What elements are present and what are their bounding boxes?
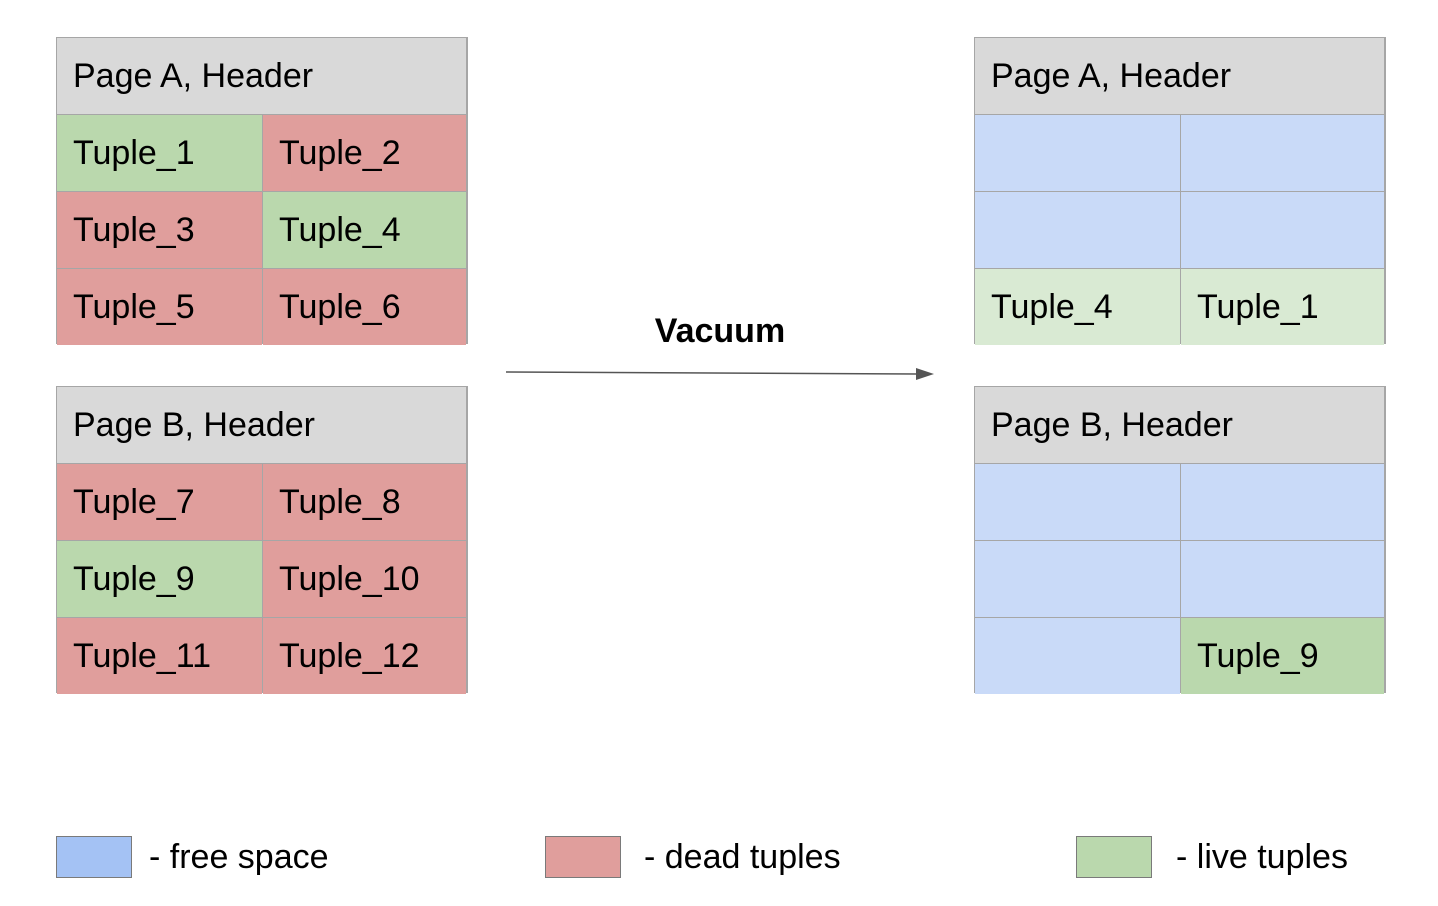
- before-page-a: Page A, Header Tuple_1 Tuple_2 Tuple_3 T…: [56, 37, 468, 345]
- free-space-cell: [975, 618, 1180, 694]
- legend-label-free: - free space: [149, 838, 329, 876]
- page-header: Page B, Header: [975, 387, 1384, 463]
- tuple-cell-live: Tuple_1: [1181, 269, 1384, 345]
- page-header: Page A, Header: [57, 38, 466, 114]
- tuple-cell-live: Tuple_4: [975, 269, 1180, 345]
- tuple-cell-live: Tuple_1: [57, 115, 262, 191]
- legend-swatch-free: [56, 836, 132, 878]
- free-space-cell: [1181, 115, 1384, 191]
- tuple-cell-dead: Tuple_7: [57, 464, 262, 540]
- free-space-cell: [1181, 464, 1384, 540]
- legend-label-dead: - dead tuples: [644, 838, 841, 876]
- free-space-cell: [975, 541, 1180, 617]
- tuple-cell-dead: Tuple_6: [263, 269, 466, 345]
- free-space-cell: [975, 115, 1180, 191]
- tuple-cell-dead: Tuple_10: [263, 541, 466, 617]
- page-header: Page A, Header: [975, 38, 1384, 114]
- vacuum-label: Vacuum: [654, 312, 786, 350]
- after-page-a: Page A, Header Tuple_4 Tuple_1: [974, 37, 1386, 345]
- free-space-cell: [975, 192, 1180, 268]
- legend-swatch-dead: [545, 836, 621, 878]
- tuple-cell-dead: Tuple_3: [57, 192, 262, 268]
- page-header: Page B, Header: [57, 387, 466, 463]
- free-space-cell: [1181, 192, 1384, 268]
- before-page-b: Page B, Header Tuple_7 Tuple_8 Tuple_9 T…: [56, 386, 468, 694]
- legend-label-live: - live tuples: [1176, 838, 1348, 876]
- after-page-b: Page B, Header Tuple_9: [974, 386, 1386, 694]
- tuple-cell-dead: Tuple_12: [263, 618, 466, 694]
- tuple-cell-dead: Tuple_5: [57, 269, 262, 345]
- tuple-cell-live: Tuple_9: [57, 541, 262, 617]
- free-space-cell: [975, 464, 1180, 540]
- legend-swatch-live: [1076, 836, 1152, 878]
- free-space-cell: [1181, 541, 1384, 617]
- tuple-cell-dead: Tuple_2: [263, 115, 466, 191]
- tuple-cell-live: Tuple_4: [263, 192, 466, 268]
- tuple-cell-dead: Tuple_11: [57, 618, 262, 694]
- tuple-cell-live: Tuple_9: [1181, 618, 1384, 694]
- vacuum-arrow-icon: [505, 368, 934, 380]
- tuple-cell-dead: Tuple_8: [263, 464, 466, 540]
